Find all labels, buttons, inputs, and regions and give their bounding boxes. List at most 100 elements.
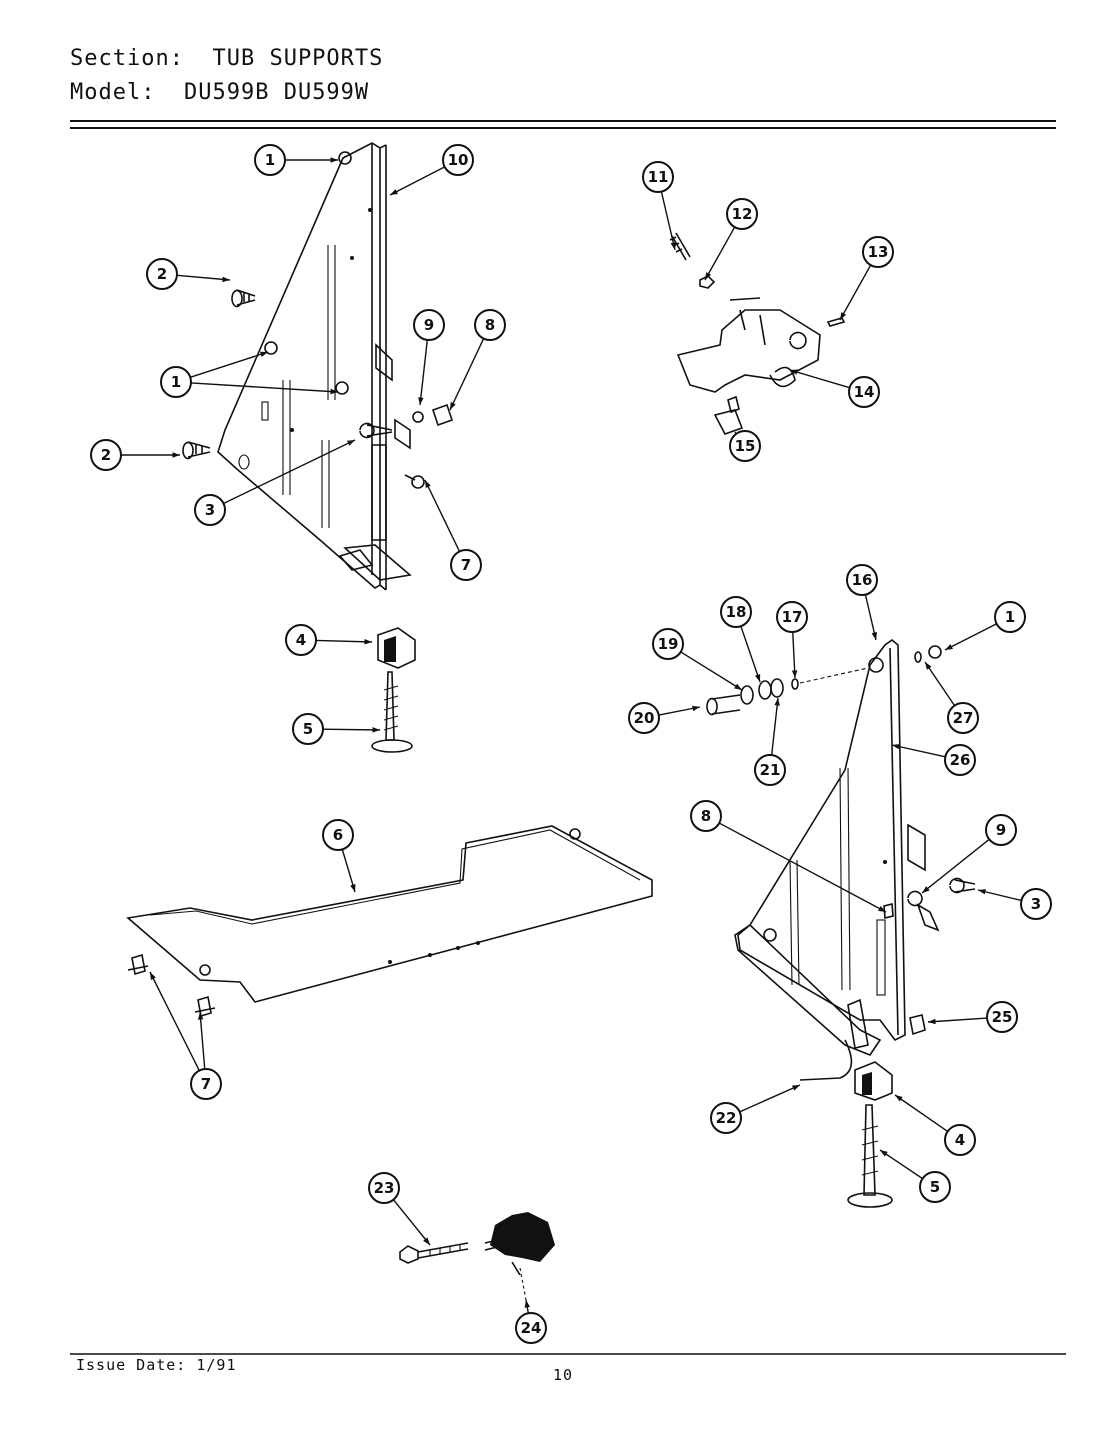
callout-number: 8 <box>485 316 495 334</box>
arrowhead-icon <box>978 889 986 895</box>
arrowhead-icon <box>922 886 930 893</box>
callout-number: 21 <box>760 761 781 779</box>
arrowhead-icon <box>347 440 355 446</box>
arrowhead-icon <box>734 683 742 690</box>
leader-line <box>424 479 461 552</box>
callout-22: 22 <box>710 1084 801 1134</box>
arrowhead-icon <box>925 662 932 670</box>
leader-line <box>322 728 381 731</box>
arrowhead-icon <box>692 705 700 712</box>
callout-1: 1 <box>944 601 1026 651</box>
callout-number: 7 <box>461 556 471 574</box>
arrowhead-icon <box>260 351 268 357</box>
callout-number: 24 <box>521 1319 542 1337</box>
callout-number: 5 <box>930 1178 940 1196</box>
callout-circle <box>90 439 122 471</box>
leader-line <box>739 1084 801 1113</box>
callout-circle <box>944 744 976 776</box>
callout-2: 2 <box>146 258 231 290</box>
callout-4: 4 <box>285 624 373 656</box>
callout-circle <box>292 713 324 745</box>
model-values: DU599B DU599W <box>183 80 370 105</box>
arrowhead-icon <box>791 670 798 678</box>
callout-circle <box>285 624 317 656</box>
model-label: Model: <box>70 80 156 105</box>
leader-line <box>223 439 356 505</box>
callout-5: 5 <box>879 1149 951 1203</box>
callout-20: 20 <box>628 702 701 734</box>
callout-circle <box>254 144 286 176</box>
left-leveling-leg <box>371 627 416 753</box>
leader-line <box>864 594 877 641</box>
callout-circle <box>474 309 506 341</box>
leader-line <box>704 226 736 281</box>
callout-10: 10 <box>389 144 474 196</box>
callout-number: 9 <box>424 316 434 334</box>
callout-circle <box>442 144 474 176</box>
arrowhead-icon <box>330 388 338 395</box>
leader-line <box>718 822 887 913</box>
callout-circle <box>726 198 758 230</box>
leader-line <box>190 351 269 379</box>
leader-line <box>389 166 445 196</box>
callout-19: 19 <box>652 628 743 691</box>
callout-1: 1 <box>254 144 338 176</box>
callout-circle <box>919 1171 951 1203</box>
arrowhead-icon <box>705 272 712 280</box>
section-label: Section: <box>70 46 184 71</box>
leader-line <box>770 697 779 756</box>
callout-circle <box>628 702 660 734</box>
leader-line <box>315 639 373 643</box>
model-title: Model: DU599B DU599W <box>70 80 369 105</box>
arrowhead-icon <box>172 452 180 458</box>
callout-circle <box>413 309 445 341</box>
callout-number: 5 <box>303 720 313 738</box>
callout-circle <box>190 1068 222 1100</box>
callout-number: 26 <box>950 751 971 769</box>
callout-number: 1 <box>265 151 275 169</box>
callout-number: 25 <box>992 1008 1013 1026</box>
callout-26: 26 <box>891 743 976 776</box>
base-plate <box>126 825 653 1018</box>
callout-number: 16 <box>852 571 873 589</box>
callout-23: 23 <box>368 1172 431 1246</box>
callout-5: 5 <box>292 713 381 745</box>
callout-7: 7 <box>149 971 222 1100</box>
leader-line <box>392 1199 431 1246</box>
callout-9: 9 <box>921 814 1017 894</box>
callout-number: 3 <box>1031 895 1041 913</box>
callout-number: 2 <box>157 265 167 283</box>
arrowhead-icon <box>790 369 798 375</box>
callout-circle <box>754 754 786 786</box>
arrowhead-icon <box>450 402 456 410</box>
arrowhead-icon <box>892 743 900 750</box>
callout-3: 3 <box>194 439 356 526</box>
section-title: Section: TUB SUPPORTS <box>70 46 383 71</box>
callout-number: 1 <box>171 373 181 391</box>
arrowhead-icon <box>197 1012 204 1020</box>
leader-line <box>176 274 231 281</box>
callout-circle <box>848 376 880 408</box>
arrowhead-icon <box>425 480 431 488</box>
arrowhead-icon <box>524 1300 531 1308</box>
callout-3: 3 <box>977 888 1052 920</box>
callout-9: 9 <box>413 309 445 406</box>
arrowhead-icon <box>150 972 156 980</box>
leader-line <box>789 369 850 389</box>
callout-24: 24 <box>515 1299 547 1344</box>
leader-line <box>921 838 990 894</box>
section-value: TUB SUPPORTS <box>212 46 384 71</box>
arrowhead-icon <box>878 906 886 912</box>
leader-line <box>449 338 485 411</box>
arrowhead-icon <box>222 276 230 283</box>
callout-circle <box>690 800 722 832</box>
callout-14: 14 <box>789 369 880 408</box>
callout-11: 11 <box>642 161 676 251</box>
callout-circle <box>862 236 894 268</box>
page-number: 10 <box>553 1366 574 1384</box>
callout-circle <box>985 814 1017 846</box>
left-tub-support-bracket <box>182 142 454 591</box>
leader-line <box>879 1149 923 1180</box>
right-tub-support-bracket <box>706 638 976 1208</box>
arrowhead-icon <box>871 632 877 640</box>
